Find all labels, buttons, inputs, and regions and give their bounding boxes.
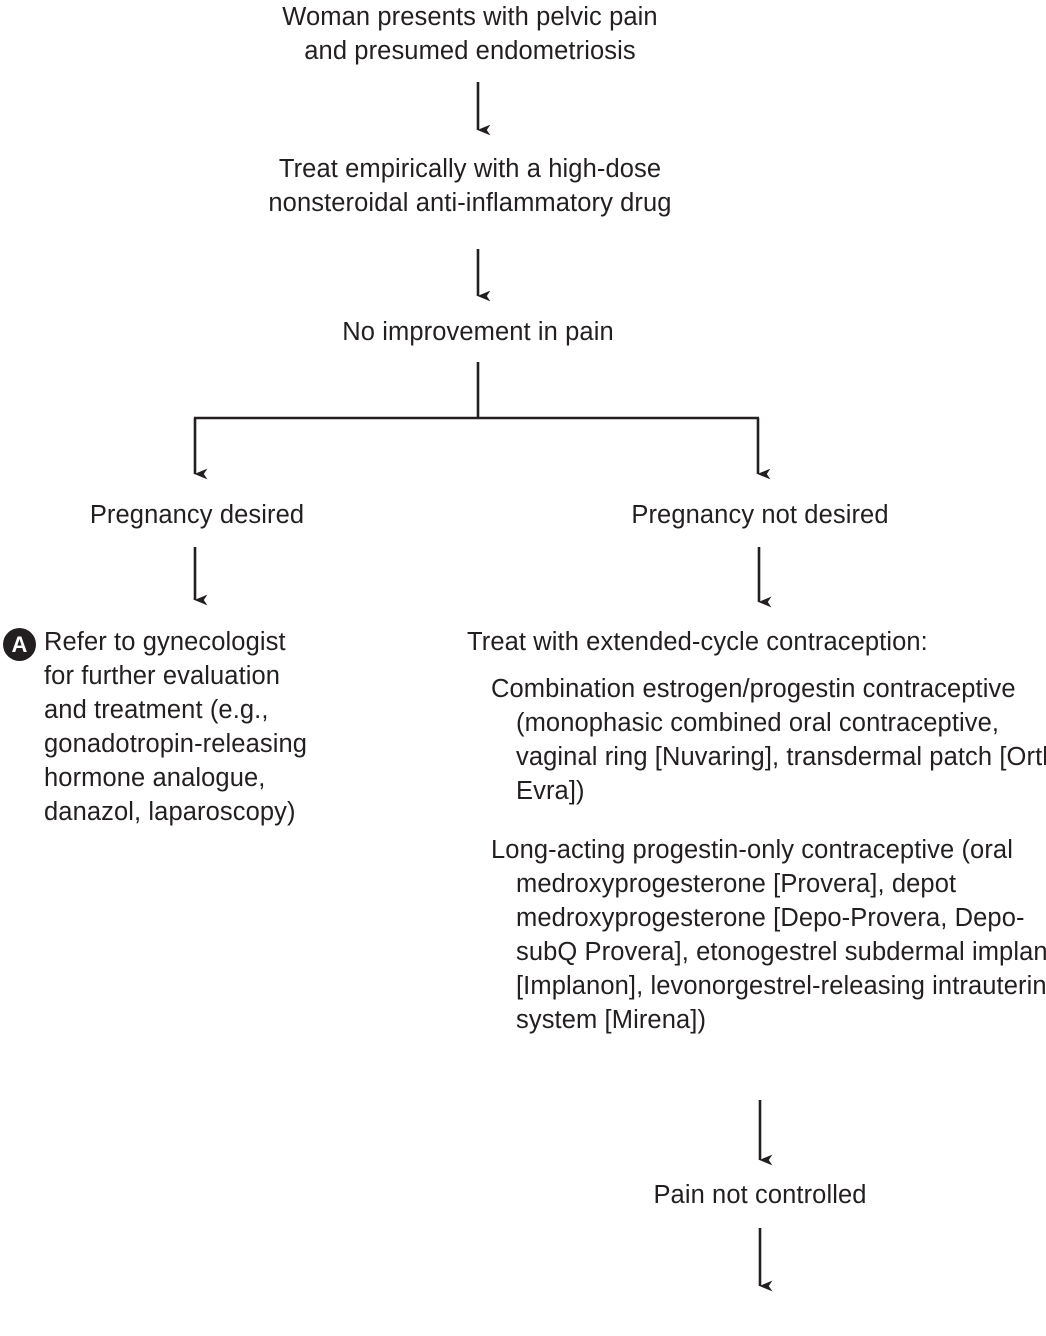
node-refer-to-gynecologist: Refer to gynecologist for further evalua…: [44, 628, 308, 826]
node-start: Woman presents with pelvic pain and pres…: [282, 3, 658, 65]
node-treat-heading: Treat with extended-cycle contraception:: [467, 628, 928, 656]
node-treat-bullet-combination: Combination estrogen/progestin contracep…: [491, 675, 1046, 805]
node-treat-bullet-long-acting: Long-acting progestin-only contraceptive…: [491, 836, 1046, 1034]
node-pregnancy-desired: Pregnancy desired: [89, 501, 305, 529]
node-pain-not-controlled: Pain not controlled: [653, 1181, 867, 1209]
node-go-to-a: Go to A: [620, 1296, 900, 1336]
connector-badge-a-icon: A: [3, 628, 36, 661]
node-no-improvement: No improvement in pain: [342, 318, 614, 346]
fork-no-improvement-split: [193, 362, 771, 480]
node-pregnancy-not-desired: Pregnancy not desired: [631, 501, 889, 529]
node-nsaid-treatment: Treat empirically with a high-dose nonst…: [268, 155, 672, 217]
